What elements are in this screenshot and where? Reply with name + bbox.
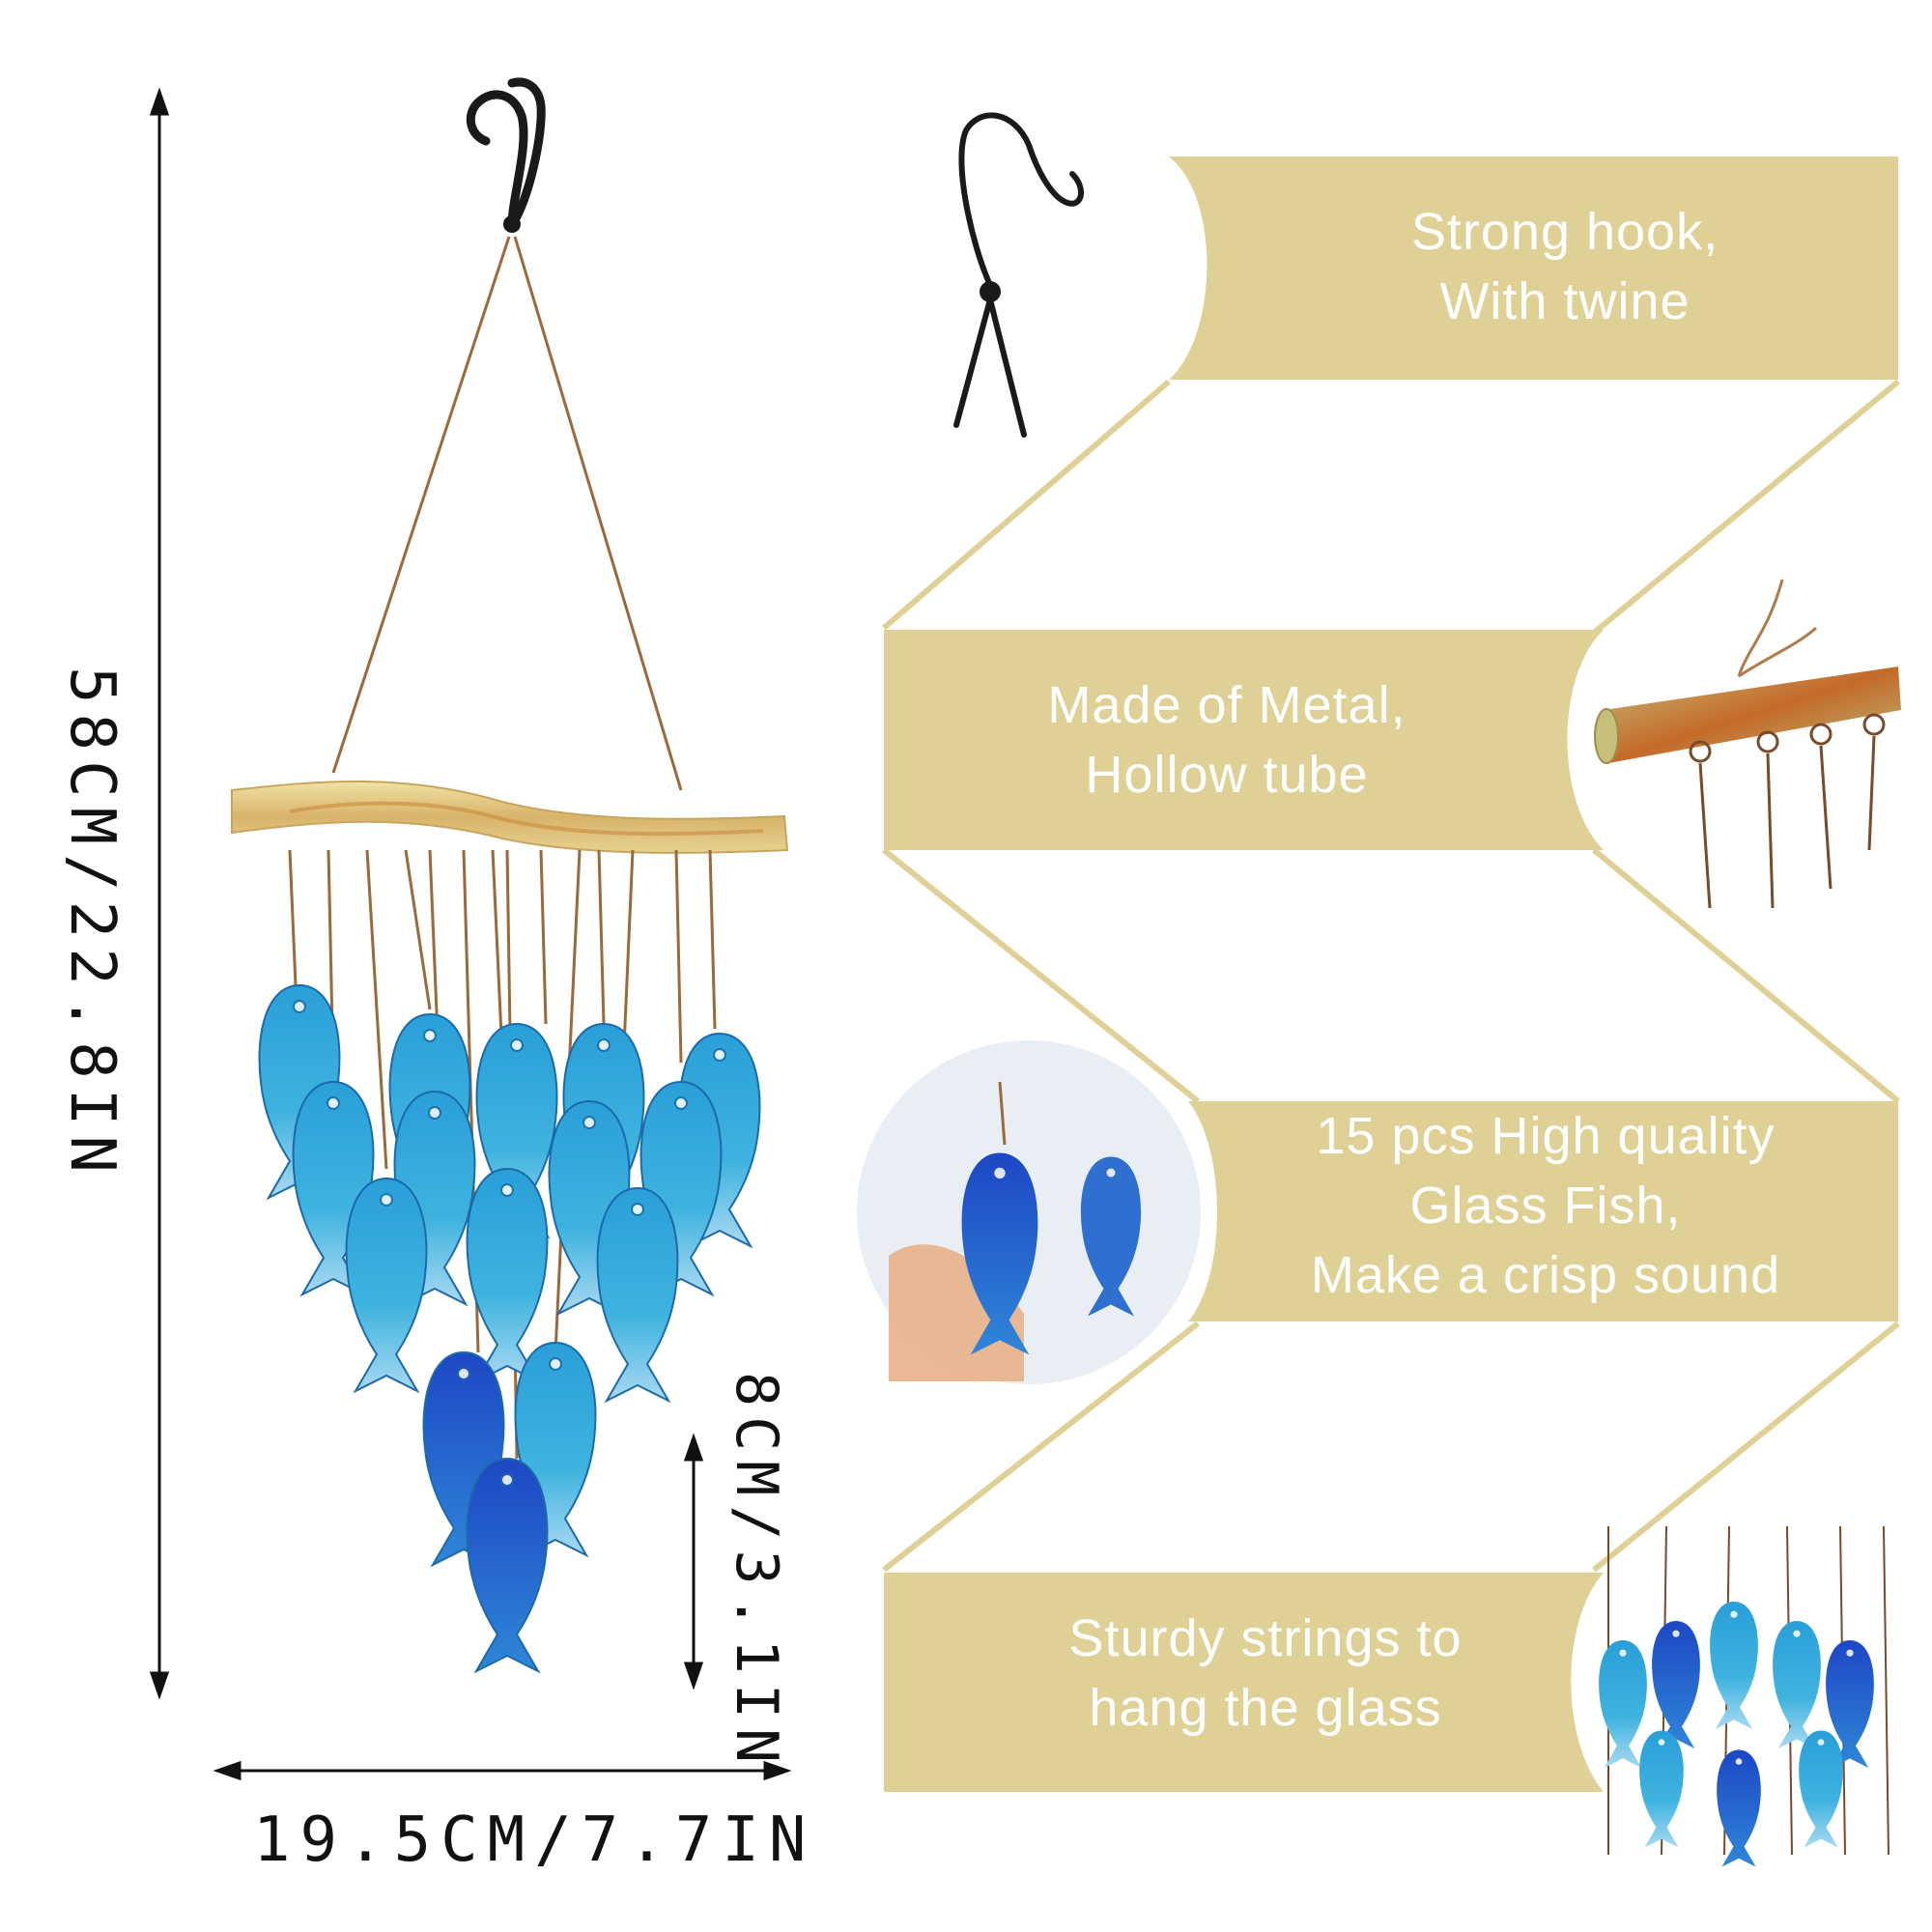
hook-detail-icon bbox=[953, 112, 1084, 438]
feature-panel-2 bbox=[884, 570, 1932, 918]
feature-panel-4 bbox=[884, 1507, 1927, 1867]
feature-text-tube: Made of Metal, Hollow tube bbox=[976, 670, 1478, 810]
metal-tube bbox=[231, 780, 789, 854]
fish-hand-photo-icon bbox=[889, 1081, 1142, 1381]
feature-panel-3 bbox=[857, 1040, 1898, 1384]
glass-fish bbox=[466, 1458, 549, 1672]
height-dimension-label: 58CM/22.8IN bbox=[56, 667, 128, 1182]
glass-fish bbox=[596, 1187, 679, 1402]
glass-fish-group bbox=[258, 984, 761, 1672]
dimension-arrows bbox=[149, 87, 792, 1781]
feature-line: 15 pcs High quality bbox=[1316, 1107, 1776, 1165]
glass-fish bbox=[345, 1178, 428, 1392]
feature-text-strings: Sturdy strings to hang the glass bbox=[995, 1604, 1536, 1743]
feature-line: Glass Fish, bbox=[1409, 1177, 1682, 1235]
feature-panel-1 bbox=[862, 94, 1898, 438]
fish-length-dimension-label: 8CM/3.1IN bbox=[723, 1372, 790, 1774]
zigzag-connector bbox=[882, 379, 1900, 1573]
feature-line: Make a crisp sound bbox=[1310, 1246, 1781, 1304]
tube-detail-icon bbox=[1594, 579, 1901, 909]
feature-line: Sturdy strings to bbox=[1068, 1609, 1463, 1667]
hook-icon bbox=[466, 77, 546, 230]
width-dimension-label: 19.5CM/7.7IN bbox=[253, 1804, 816, 1876]
feature-line: Hollow tube bbox=[1085, 746, 1369, 804]
feature-line: Strong hook, bbox=[1410, 203, 1719, 261]
feature-text-hook: Strong hook, With twine bbox=[1314, 197, 1816, 336]
twine-lines bbox=[331, 236, 683, 791]
feature-line: Made of Metal, bbox=[1047, 676, 1406, 734]
feature-line: With twine bbox=[1439, 272, 1690, 330]
strings-detail-icon bbox=[1599, 1525, 1889, 1867]
feature-line: hang the glass bbox=[1089, 1679, 1442, 1737]
feature-text-glass-fish: 15 pcs High quality Glass Fish, Make a c… bbox=[1256, 1101, 1835, 1310]
